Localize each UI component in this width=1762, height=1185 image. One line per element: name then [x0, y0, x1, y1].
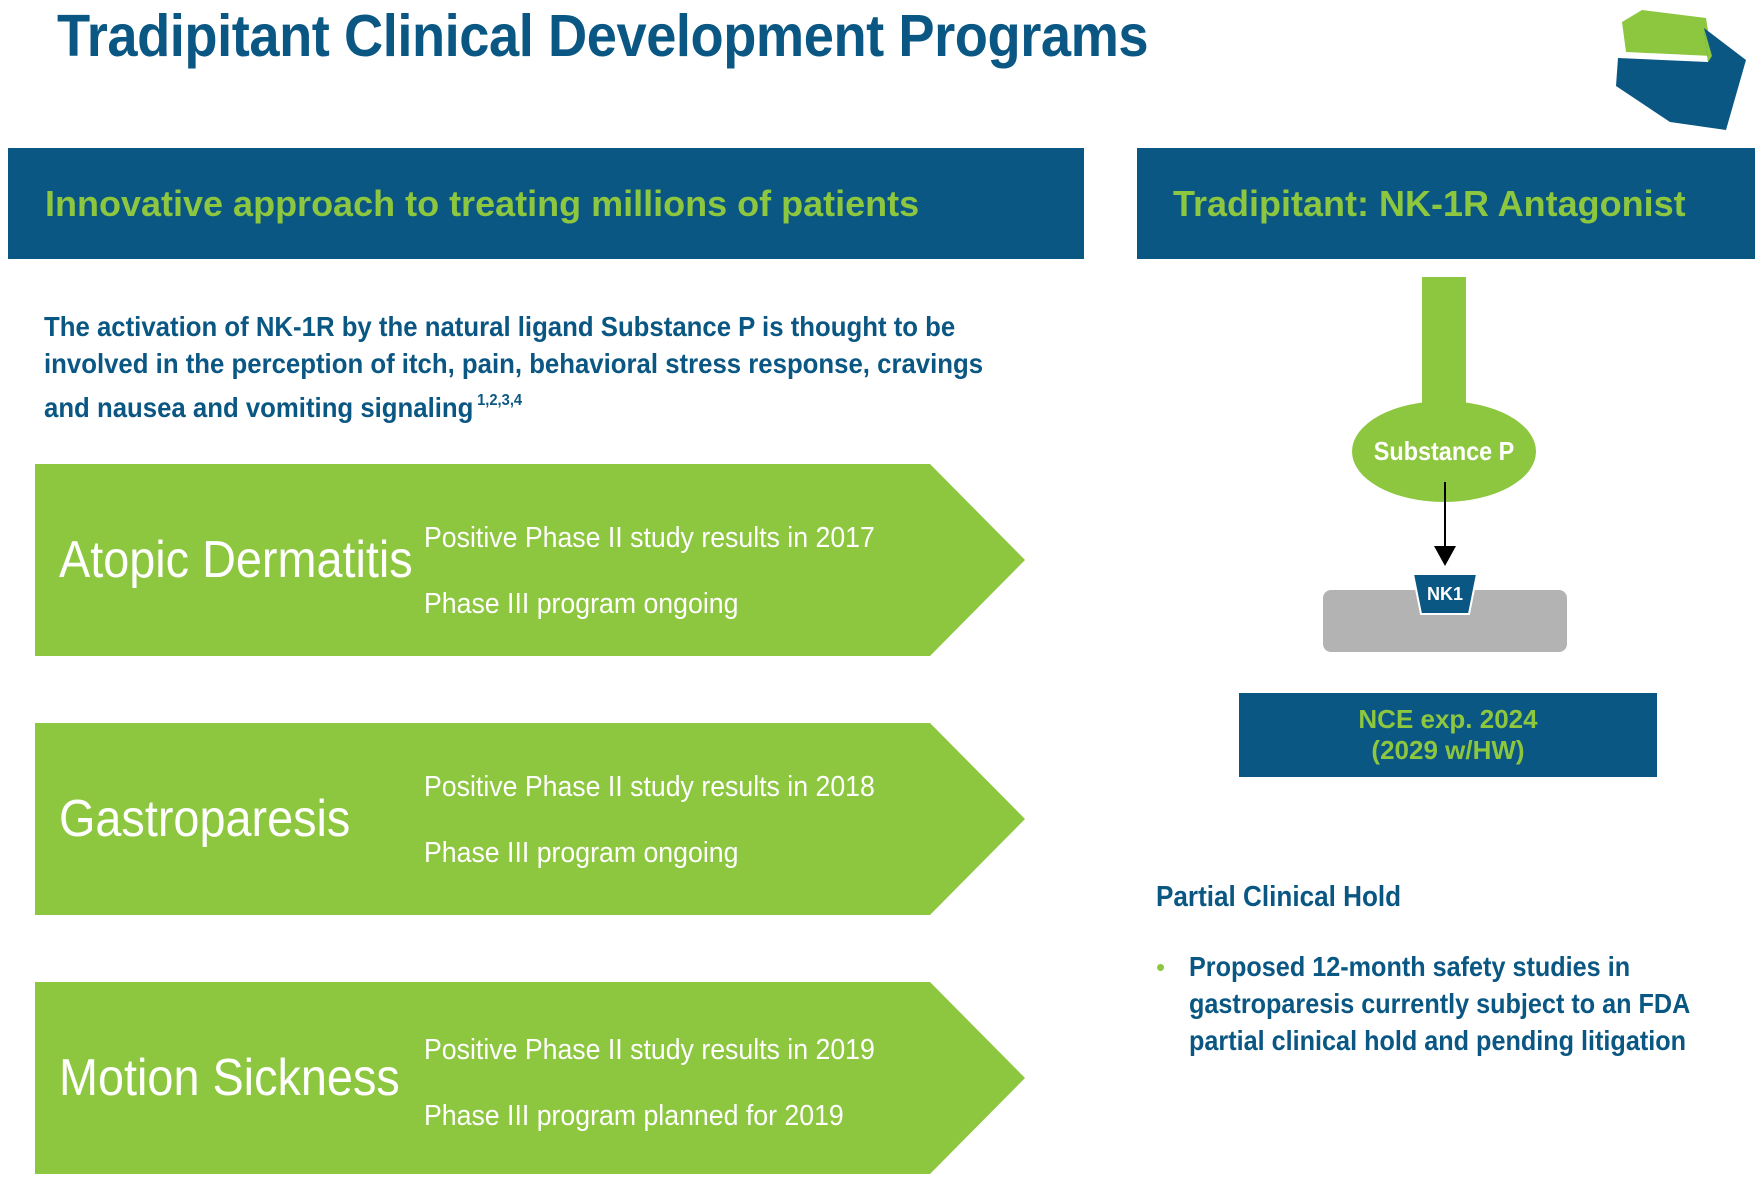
program-arrow-gastroparesis: Gastroparesis Positive Phase II study re… — [35, 723, 1025, 915]
nk1-receptor-label: NK1 — [1426, 583, 1463, 604]
nce-expiry-box: NCE exp. 2024 (2029 w/HW) — [1239, 693, 1657, 777]
intro-paragraph: The activation of NK-1R by the natural l… — [44, 308, 992, 426]
substance-p-label: Substance P — [1373, 436, 1515, 466]
program-title: Atopic Dermatitis — [59, 531, 413, 589]
bullet-icon: • — [1156, 952, 1166, 982]
arrow-shape — [35, 464, 1025, 656]
program-title: Gastroparesis — [59, 790, 351, 848]
intro-text: The activation of NK-1R by the natural l… — [44, 311, 984, 423]
nce-expiry-line1: NCE exp. 2024 — [1358, 704, 1538, 734]
program-phase3-status: Phase III program planned for 2019 — [424, 1100, 844, 1132]
antagonist-banner: Tradipitant: NK-1R Antagonist — [1137, 148, 1755, 259]
program-phase3-status: Phase III program ongoing — [424, 837, 739, 869]
program-phase2-result: Positive Phase II study results in 2019 — [424, 1034, 875, 1066]
approach-banner: Innovative approach to treating millions… — [8, 148, 1084, 259]
program-arrow-motion-sickness: Motion Sickness Positive Phase II study … — [35, 982, 1025, 1174]
arrow-shape — [35, 982, 1025, 1174]
program-phase3-status: Phase III program ongoing — [424, 588, 739, 620]
nce-expiry-line2: (2029 w/HW) — [1371, 735, 1525, 765]
nk1-receptor-icon — [1413, 573, 1477, 615]
ligand-stem — [1422, 277, 1466, 411]
company-logo-icon — [1616, 10, 1746, 130]
page-title: Tradipitant Clinical Development Program… — [57, 3, 1149, 69]
intro-references: 1,2,3,4 — [477, 392, 523, 409]
clinical-hold-title: Partial Clinical Hold — [1156, 881, 1402, 913]
clinical-hold-bullet: Proposed 12-month safety studies in gast… — [1189, 951, 1690, 1056]
binding-arrow-icon — [1434, 482, 1456, 566]
program-title: Motion Sickness — [59, 1049, 400, 1107]
program-arrow-atopic-dermatitis: Atopic Dermatitis Positive Phase II stud… — [35, 464, 1025, 656]
arrow-shape — [35, 723, 1025, 915]
program-phase2-result: Positive Phase II study results in 2018 — [424, 771, 875, 803]
program-phase2-result: Positive Phase II study results in 2017 — [424, 522, 875, 554]
